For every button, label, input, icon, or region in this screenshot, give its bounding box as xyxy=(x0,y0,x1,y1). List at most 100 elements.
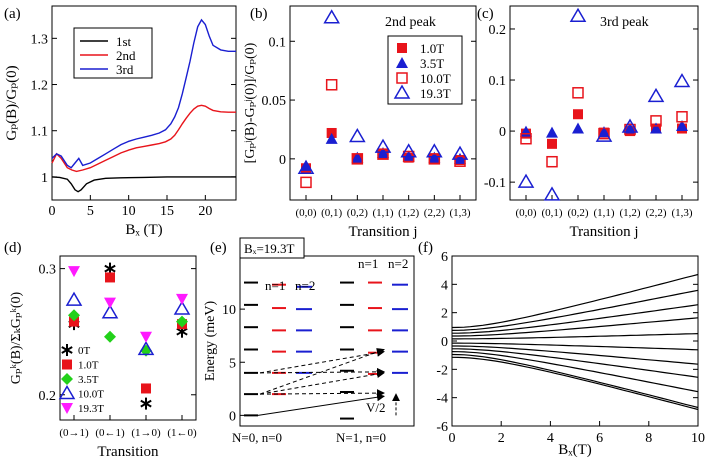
data-point xyxy=(621,118,639,133)
energy-branch xyxy=(452,345,699,365)
data-point xyxy=(569,7,587,22)
data-point xyxy=(650,122,662,134)
x-tick-label: (0,1) xyxy=(321,207,342,219)
transition-arrow xyxy=(259,370,385,395)
y-tick-label: 0.1 xyxy=(269,35,287,50)
star-stroke xyxy=(140,399,152,408)
data-point xyxy=(300,159,312,171)
x-axis-label: Bₓ (T) xyxy=(125,222,162,238)
plot-frame xyxy=(509,5,699,201)
panel-label-d: (d) xyxy=(4,240,22,256)
field-box-label: Bₓ=19.3T xyxy=(244,241,295,256)
legend-marker xyxy=(61,373,73,385)
y-tick-label: -6 xyxy=(436,420,448,435)
x-tick-label: 10 xyxy=(122,204,136,219)
y-tick-label: 0.3 xyxy=(39,263,57,278)
data-point xyxy=(323,9,340,24)
star-stroke xyxy=(61,346,73,354)
data-point xyxy=(141,383,151,394)
x-tick-label: 6 xyxy=(596,431,603,446)
y-tick-label: 0.2 xyxy=(39,389,57,404)
x-tick-label: 8 xyxy=(645,431,652,446)
y-tick-label: 0 xyxy=(499,125,506,140)
legend-label: 3.5T xyxy=(78,374,99,386)
y-tick-label: 0.1 xyxy=(489,74,507,89)
y-tick-label: 0 xyxy=(279,153,286,168)
legend-label: 0T xyxy=(78,345,91,357)
data-point xyxy=(351,151,364,163)
x-tick-label: 10 xyxy=(691,431,705,446)
y-tick-label: -4 xyxy=(436,392,448,407)
data-point xyxy=(647,87,665,103)
x-tick-label: 15 xyxy=(160,204,174,219)
y-tick-label: 0 xyxy=(441,335,448,350)
y-axis-label: Energy (meV) xyxy=(203,301,218,382)
data-point xyxy=(349,128,366,143)
label-n1-right: n=1 xyxy=(358,256,378,271)
energy-branch xyxy=(452,333,699,340)
x-tick-label: (0,1) xyxy=(541,207,562,219)
y-tick-label: -0.1 xyxy=(484,176,506,191)
data-point xyxy=(454,155,466,167)
data-point xyxy=(595,127,613,142)
data-point xyxy=(402,150,415,162)
data-point xyxy=(673,73,691,88)
energy-branch xyxy=(451,353,699,409)
x-axis-label: Transition j xyxy=(348,224,417,240)
x-tick-label: 4 xyxy=(547,431,554,446)
y-tick-label: 1 xyxy=(41,171,48,186)
data-point xyxy=(140,331,152,343)
energy-branch xyxy=(452,348,699,378)
data-point xyxy=(69,316,79,327)
data-point xyxy=(520,132,532,145)
label-n1-left: n=1 xyxy=(265,278,285,293)
transition-arrow xyxy=(259,348,385,374)
legend-label: 2nd xyxy=(116,48,136,63)
x-tick-label: (0→1) xyxy=(59,427,89,439)
transition-arrow xyxy=(257,393,385,416)
panel-label-e: (e) xyxy=(210,240,227,256)
energy-branch xyxy=(451,356,699,411)
data-point xyxy=(104,297,116,309)
panel-label-a: (a) xyxy=(4,6,21,22)
star-stroke xyxy=(176,327,188,336)
series-line-3rd xyxy=(51,18,236,169)
data-point xyxy=(105,272,115,283)
data-point xyxy=(572,122,584,134)
series-line-1st xyxy=(51,176,236,193)
x-tick-label: 2 xyxy=(498,431,505,446)
legend-label: 3rd xyxy=(116,62,134,77)
label-v2: V/2 xyxy=(366,400,386,415)
data-point xyxy=(65,291,83,306)
x-tick-label: (2,2) xyxy=(424,207,445,219)
data-point xyxy=(676,119,688,131)
data-point xyxy=(325,79,338,91)
data-point xyxy=(104,330,116,343)
data-point xyxy=(300,176,312,189)
plot-frame xyxy=(239,255,415,427)
legend-marker xyxy=(397,43,407,53)
data-point xyxy=(137,340,155,356)
energy-branch xyxy=(451,273,699,329)
plot-frame xyxy=(51,5,237,201)
series-line-2nd xyxy=(51,104,236,173)
x-tick-label: (0,0) xyxy=(295,207,316,219)
legend-marker xyxy=(62,359,72,370)
x-tick-label: (1,3) xyxy=(449,207,470,219)
x-tick-label: (0,2) xyxy=(567,207,588,219)
panel-b-title: 2nd peak xyxy=(385,15,436,30)
label-bottom-left: N=0, n=0 xyxy=(232,430,282,445)
data-point xyxy=(546,155,558,168)
x-tick-label: 20 xyxy=(198,204,212,219)
y-tick-label: 0.2 xyxy=(489,23,507,38)
energy-branch xyxy=(452,304,699,334)
data-point xyxy=(68,266,80,278)
x-axis-label: Transition j xyxy=(569,224,638,240)
legend-label: 10.0T xyxy=(78,389,104,401)
y-tick-label: 10 xyxy=(222,303,236,318)
data-point xyxy=(325,132,338,144)
data-point xyxy=(547,138,557,149)
